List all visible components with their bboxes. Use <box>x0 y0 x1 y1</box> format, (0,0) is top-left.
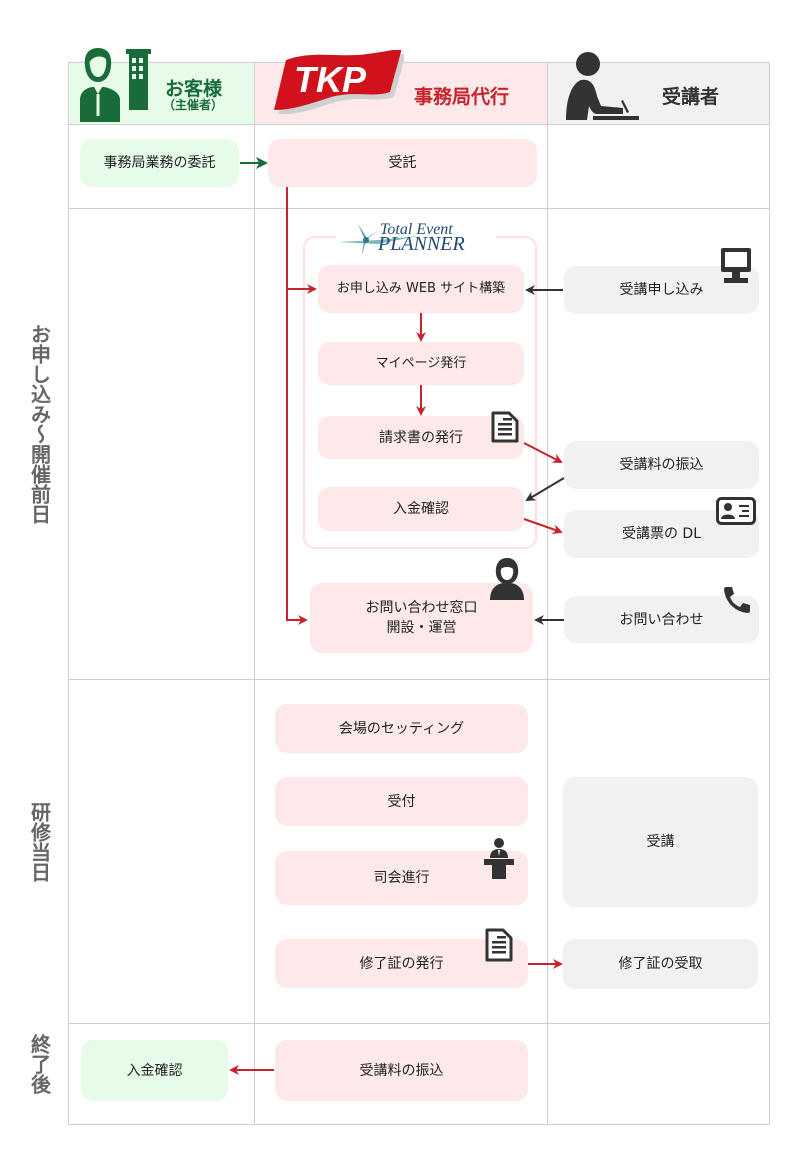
box-label: 受付 <box>387 793 416 810</box>
box-label-line1: お問い合わせ窓口 <box>365 600 478 616</box>
box-label: 受講 <box>646 834 675 850</box>
box-label: 請求書の発行 <box>379 429 463 446</box>
arrow-invoice-to-fee-transfer <box>523 442 563 463</box>
computer-icon <box>721 248 751 283</box>
client-payment-confirm-box: 入金確認 <box>81 1040 228 1101</box>
tkp-logo-text: TKP <box>294 59 367 100</box>
box-label: お問い合わせ <box>619 611 704 628</box>
header-attendee-title: 受講者 <box>662 86 720 108</box>
tkp-venue-setup-box: 会場のセッティング <box>275 704 528 753</box>
box-label: 司会進行 <box>373 870 430 886</box>
box-label: 入金確認 <box>126 1062 183 1079</box>
phone-icon <box>724 587 750 613</box>
header-tkp-title: 事務局代行 <box>414 86 510 108</box>
header-client-subtitle: （主催者） <box>163 98 224 112</box>
document-icon <box>485 928 513 962</box>
phase-label-event-day: 研修当日 <box>24 802 54 882</box>
box-label: 修了証の発行 <box>359 955 444 972</box>
phase-label-text: 研修当日 <box>27 802 52 882</box>
phase-label-pre-event: お申し込み〜開催前日 <box>24 324 54 524</box>
grid-line <box>68 679 770 680</box>
tkp-invoice-box: 請求書の発行 <box>318 416 524 459</box>
grid-line <box>68 1023 770 1024</box>
businessman-building-icon <box>80 48 151 122</box>
box-label-line2: 開設・運営 <box>386 620 457 636</box>
box-label: 受講票の DL <box>621 526 702 542</box>
box-label: マイページ発行 <box>375 355 467 371</box>
tkp-mypage-box: マイページ発行 <box>318 342 524 385</box>
box-label: 受講申し込み <box>619 282 704 298</box>
podium-speaker-icon <box>484 838 514 879</box>
phase-label-text: お申し込み〜開催前日 <box>27 324 52 524</box>
grid-line <box>769 125 770 1124</box>
phase-label-text: 終了後 <box>27 1034 52 1094</box>
box-label: 事務局業務の委託 <box>103 155 216 171</box>
box-label: 入金確認 <box>393 501 449 517</box>
id-card-icon <box>716 497 756 525</box>
grid-line <box>68 1124 770 1125</box>
tkp-inquiry-desk-box: お問い合わせ窓口 開設・運営 <box>310 583 533 653</box>
grid-line <box>68 208 770 209</box>
grid-line <box>68 125 69 1124</box>
header-client-title: お客様 <box>165 78 223 100</box>
person-writing-icon <box>566 52 639 120</box>
box-label: 受講料の振込 <box>619 457 704 473</box>
attendee-inquiry-box: お問い合わせ <box>564 596 759 643</box>
attendee-fee-transfer-box: 受講料の振込 <box>564 441 759 489</box>
arrow-payment-confirm-to-ticket <box>523 518 563 535</box>
attendee-attend-box: 受講 <box>563 777 758 907</box>
arrow-accept-to-inquiry-desk <box>286 187 308 625</box>
phase-label-post-event: 終了後 <box>24 1034 54 1094</box>
grid-line <box>547 125 548 1124</box>
total-event-planner-logo: Total Event PLANNER <box>338 221 465 256</box>
box-label: 修了証の受取 <box>618 956 703 972</box>
box-label: 受講料の振込 <box>359 1062 444 1079</box>
tep-logo-line1: Total Event <box>380 221 453 238</box>
box-label: お申し込み WEB サイト構築 <box>336 281 506 296</box>
box-label: 受託 <box>388 155 417 171</box>
tep-logo-backdrop <box>336 218 496 254</box>
tkp-accept-box: 受託 <box>268 139 537 187</box>
operator-headset-icon <box>490 558 524 600</box>
attendee-certificate-receive-box: 修了証の受取 <box>563 939 758 989</box>
arrow-fee-transfer-to-payment-confirm <box>525 477 565 502</box>
client-commission-box: 事務局業務の委託 <box>80 139 239 187</box>
tkp-fee-transfer-box: 受講料の振込 <box>275 1040 528 1101</box>
tkp-web-site-box: お申し込み WEB サイト構築 <box>318 265 524 313</box>
tkp-payment-confirm-box: 入金確認 <box>318 487 524 531</box>
attendee-apply-box: 受講申し込み <box>564 266 759 314</box>
tkp-reception-box: 受付 <box>275 777 528 826</box>
grid-line <box>254 125 255 1124</box>
tkp-logo: TKP <box>274 50 404 114</box>
box-label: 会場のセッティング <box>338 720 465 737</box>
document-icon <box>491 411 519 443</box>
tep-logo-line2: PLANNER <box>377 233 465 255</box>
